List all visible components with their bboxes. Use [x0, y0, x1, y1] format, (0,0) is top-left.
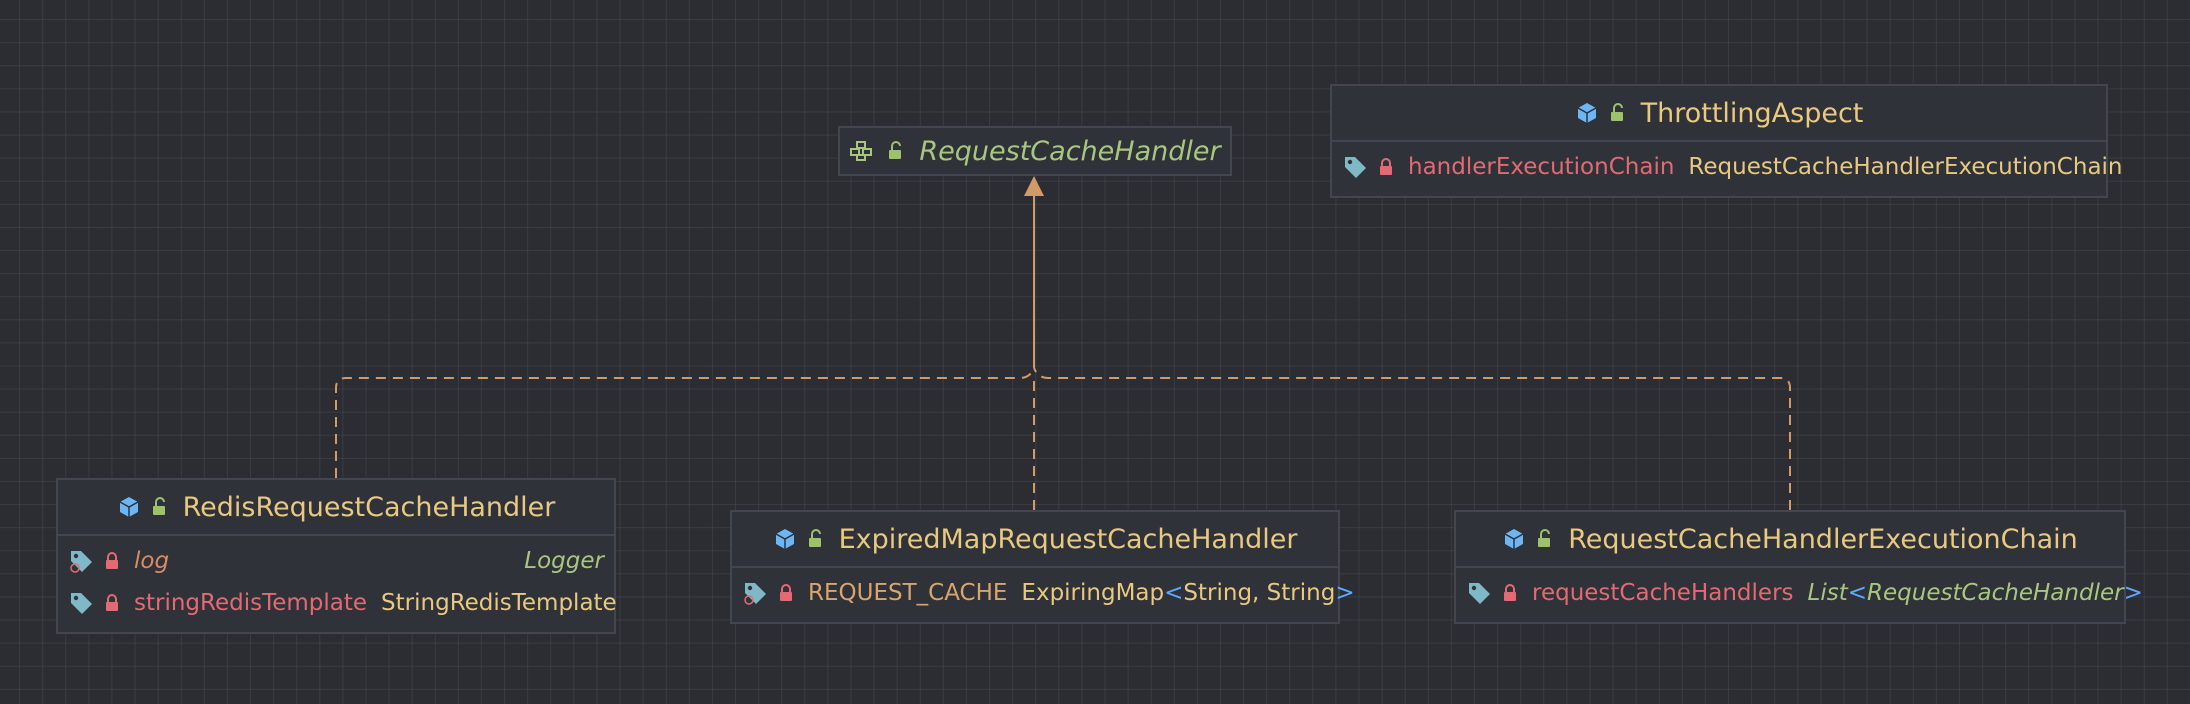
generic-open: < — [1164, 580, 1184, 606]
generic-open: < — [1847, 580, 1868, 606]
lock-icon — [104, 552, 120, 570]
field-name: log — [134, 548, 170, 574]
field-name: handlerExecutionChain — [1408, 154, 1675, 180]
field-tag-icon — [1466, 580, 1492, 606]
static-field-tag-icon — [742, 580, 768, 606]
field-type: RequestCacheHandlerExecutionChain — [1688, 154, 2123, 180]
node-redis-request-cache-handler[interactable]: RedisRequestCacheHandler log Logger — [56, 478, 617, 634]
node-fields: log Logger stringRedisTemplate StringRed… — [58, 534, 617, 628]
class-icon — [117, 495, 141, 519]
generic-close: > — [1335, 580, 1355, 606]
field-name: REQUEST_CACHE — [808, 580, 1008, 606]
node-request-cache-handler-execution-chain[interactable]: RequestCacheHandlerExecutionChain reques… — [1454, 510, 2143, 624]
field-type: List<RequestCacheHandler> — [1808, 580, 2143, 606]
field-name: stringRedisTemplate — [134, 590, 368, 616]
node-fields: REQUEST_CACHE ExpiringMap<String, String… — [732, 566, 1355, 618]
node-title: RedisRequestCacheHandler — [182, 491, 556, 523]
field-type: ExpiringMap<String, String> — [1021, 580, 1354, 606]
node-request-cache-handler[interactable]: RequestCacheHandler — [838, 126, 1232, 176]
node-title: ExpiredMapRequestCacheHandler — [838, 523, 1298, 555]
node-expired-map-request-cache-handler[interactable]: ExpiredMapRequestCacheHandler REQUEST_CA… — [730, 510, 1355, 624]
lock-icon — [778, 584, 794, 602]
node-header: ExpiredMapRequestCacheHandler — [732, 512, 1338, 566]
node-fields: requestCacheHandlers List<RequestCacheHa… — [1456, 566, 2143, 618]
lock-icon — [1502, 584, 1518, 602]
field-row[interactable]: requestCacheHandlers List<RequestCacheHa… — [1466, 572, 2143, 614]
field-tag-icon — [68, 590, 94, 616]
generic-close: > — [2123, 580, 2143, 606]
class-icon — [1575, 101, 1599, 125]
node-throttling-aspect[interactable]: ThrottlingAspect handlerExecutionChain R… — [1330, 84, 2123, 198]
field-tag-icon — [1342, 154, 1368, 180]
field-row[interactable]: stringRedisTemplate StringRedisTemplate — [68, 582, 617, 624]
node-title: RequestCacheHandler — [919, 135, 1221, 167]
lock-icon — [104, 594, 120, 612]
field-name: requestCacheHandlers — [1532, 580, 1794, 606]
lock-open-icon — [1536, 529, 1554, 549]
field-row[interactable]: handlerExecutionChain RequestCacheHandle… — [1342, 146, 2123, 188]
lock-icon — [1378, 158, 1394, 176]
static-field-tag-icon — [68, 548, 94, 574]
field-row[interactable]: REQUEST_CACHE ExpiringMap<String, String… — [742, 572, 1355, 614]
type-base: ExpiringMap — [1021, 580, 1165, 606]
edge-chain-to-interface — [1033, 367, 1791, 510]
class-icon — [1502, 527, 1526, 551]
field-type: StringRedisTemplate — [381, 590, 617, 616]
lock-open-icon — [151, 497, 169, 517]
class-icon — [773, 527, 797, 551]
type-args: String, String — [1183, 580, 1336, 606]
node-header: RequestCacheHandlerExecutionChain — [1456, 512, 2124, 566]
node-title: RequestCacheHandlerExecutionChain — [1568, 523, 2078, 555]
field-row[interactable]: log Logger — [68, 540, 604, 582]
type-args: RequestCacheHandler — [1867, 580, 2124, 606]
implements-arrowhead — [1024, 176, 1044, 196]
lock-open-icon — [1609, 103, 1627, 123]
interface-icon — [849, 140, 877, 162]
edge-redis-to-interface — [335, 367, 1035, 478]
node-header: RequestCacheHandler — [840, 128, 1230, 174]
lock-open-icon — [807, 529, 825, 549]
lock-open-icon — [887, 141, 905, 161]
node-header: ThrottlingAspect — [1332, 86, 2106, 140]
node-header: RedisRequestCacheHandler — [58, 480, 614, 534]
field-type: Logger — [524, 548, 604, 574]
node-title: ThrottlingAspect — [1640, 97, 1864, 129]
node-fields: handlerExecutionChain RequestCacheHandle… — [1332, 140, 2123, 192]
type-base: List — [1807, 580, 1848, 606]
